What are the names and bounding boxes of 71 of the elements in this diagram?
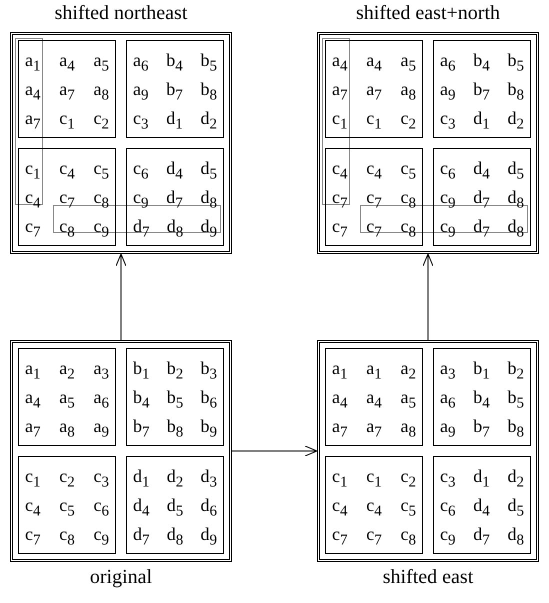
matrix-row-text: a$_{7}$ a$_{7}$ a$_{8}$ xyxy=(331,78,417,104)
matrix-block xyxy=(325,348,423,446)
matrix-row-text: a$_{6}$ b$_{4}$ b$_{5}$ xyxy=(439,49,525,75)
matrix-row-text: c$_{1}$ c$_{2}$ c$_{3}$ xyxy=(24,465,110,491)
matrix-block xyxy=(433,456,531,554)
matrix-row-text: c$_{6}$ d$_{4}$ d$_{5}$ xyxy=(132,157,218,183)
matrix-block xyxy=(325,40,423,138)
matrix-row-text: c$_{4}$ c$_{7}$ c$_{8}$ xyxy=(24,186,110,212)
matrix-row-text: c$_{4}$ c$_{4}$ c$_{5}$ xyxy=(331,157,417,183)
matrix-block xyxy=(126,40,224,138)
matrix-block xyxy=(325,148,423,246)
matrix-row-text: a$_{1}$ a$_{2}$ a$_{3}$ xyxy=(24,357,110,383)
matrix-row-text: a$_{7}$ a$_{7}$ a$_{8}$ xyxy=(331,415,417,441)
matrix-block xyxy=(126,148,224,246)
matrix-title: shifted east xyxy=(382,566,474,589)
matrix-row-text: b$_{1}$ b$_{2}$ b$_{3}$ xyxy=(132,357,218,383)
matrix-title: shifted east+north xyxy=(354,2,502,25)
matrix-row-text: c$_{4}$ c$_{5}$ c$_{6}$ xyxy=(24,494,110,520)
matrix-block xyxy=(18,148,116,246)
matrix-row-text: a$_{4}$ a$_{7}$ a$_{8}$ xyxy=(24,78,110,104)
matrix-row-text: a$_{6}$ b$_{4}$ b$_{5}$ xyxy=(132,49,218,75)
matrix-row-text: a$_{9}$ b$_{7}$ b$_{8}$ xyxy=(439,78,525,104)
matrix-row-text: c$_{1}$ c$_{1}$ c$_{2}$ xyxy=(331,465,417,491)
matrix-row-text: a$_{7}$ c$_{1}$ c$_{2}$ xyxy=(24,107,110,133)
matrix-block xyxy=(18,456,116,554)
matrix-row-text: a$_{9}$ b$_{7}$ b$_{8}$ xyxy=(439,415,525,441)
matrix-row-text: c$_{6}$ d$_{4}$ d$_{5}$ xyxy=(439,494,525,520)
matrix-block xyxy=(126,456,224,554)
matrix-row-text: d$_{4}$ d$_{5}$ d$_{6}$ xyxy=(132,494,218,520)
matrix-block xyxy=(433,40,531,138)
matrix-row-text: c$_{7}$ c$_{7}$ c$_{8}$ xyxy=(331,523,417,549)
matrix-row-text: c$_{1}$ c$_{1}$ c$_{2}$ xyxy=(331,107,417,133)
matrix-row-text: a$_{3}$ b$_{1}$ b$_{2}$ xyxy=(439,357,525,383)
arrow xyxy=(232,446,318,456)
arrow xyxy=(422,254,434,340)
matrix-row-text: c$_{9}$ d$_{7}$ d$_{8}$ xyxy=(439,523,525,549)
matrix-row-text: c$_{9}$ d$_{7}$ d$_{8}$ xyxy=(132,186,218,212)
matrix-row-text: d$_{7}$ d$_{8}$ d$_{9}$ xyxy=(132,523,218,549)
matrix-row-text: c$_{9}$ d$_{7}$ d$_{8}$ xyxy=(439,215,525,241)
matrix-row-text: a$_{1}$ a$_{1}$ a$_{2}$ xyxy=(331,357,417,383)
matrix-row-text: d$_{1}$ d$_{2}$ d$_{3}$ xyxy=(132,465,218,491)
matrix-block xyxy=(325,456,423,554)
arrow xyxy=(116,254,126,340)
matrix-row-text: a$_{4}$ a$_{4}$ a$_{5}$ xyxy=(331,386,417,412)
matrix-row-text: c$_{7}$ c$_{8}$ c$_{9}$ xyxy=(24,215,110,241)
matrix-row-text: c$_{4}$ c$_{4}$ c$_{5}$ xyxy=(331,494,417,520)
matrix-block xyxy=(433,148,531,246)
matrix-row-text: a$_{7}$ a$_{8}$ a$_{9}$ xyxy=(24,415,110,441)
matrix-row-text: c$_{7}$ c$_{7}$ c$_{8}$ xyxy=(331,215,417,241)
matrix-row-text: d$_{7}$ d$_{8}$ d$_{9}$ xyxy=(132,215,218,241)
matrix-row-text: b$_{7}$ b$_{8}$ b$_{9}$ xyxy=(132,415,218,441)
matrix-title: shifted northeast xyxy=(54,2,188,25)
matrix-row-text: c$_{3}$ d$_{1}$ d$_{2}$ xyxy=(132,107,218,133)
matrix-row-text: a$_{6}$ b$_{4}$ b$_{5}$ xyxy=(439,386,525,412)
matrix-row-text: a$_{1}$ a$_{4}$ a$_{5}$ xyxy=(24,49,110,75)
matrix-row-text: a$_{9}$ b$_{7}$ b$_{8}$ xyxy=(132,78,218,104)
matrix-row-text: c$_{1}$ c$_{4}$ c$_{5}$ xyxy=(24,157,110,183)
matrix-block xyxy=(126,348,224,446)
matrix-row-text: b$_{4}$ b$_{5}$ b$_{6}$ xyxy=(132,386,218,412)
matrix-row-text: a$_{4}$ a$_{4}$ a$_{5}$ xyxy=(331,49,417,75)
matrix-title: original xyxy=(88,566,154,589)
matrix-row-text: c$_{3}$ d$_{1}$ d$_{2}$ xyxy=(439,107,525,133)
matrix-row-text: a$_{4}$ a$_{5}$ a$_{6}$ xyxy=(24,386,110,412)
matrix-block xyxy=(433,348,531,446)
matrix-row-text: c$_{7}$ c$_{7}$ c$_{8}$ xyxy=(331,186,417,212)
matrix-block xyxy=(18,40,116,138)
matrix-row-text: c$_{6}$ d$_{4}$ d$_{5}$ xyxy=(439,157,525,183)
matrix-row-text: c$_{7}$ c$_{8}$ c$_{9}$ xyxy=(24,523,110,549)
matrix-block xyxy=(18,348,116,446)
matrix-row-text: c$_{9}$ d$_{7}$ d$_{8}$ xyxy=(439,186,525,212)
matrix-row-text: c$_{3}$ d$_{1}$ d$_{2}$ xyxy=(439,465,525,491)
